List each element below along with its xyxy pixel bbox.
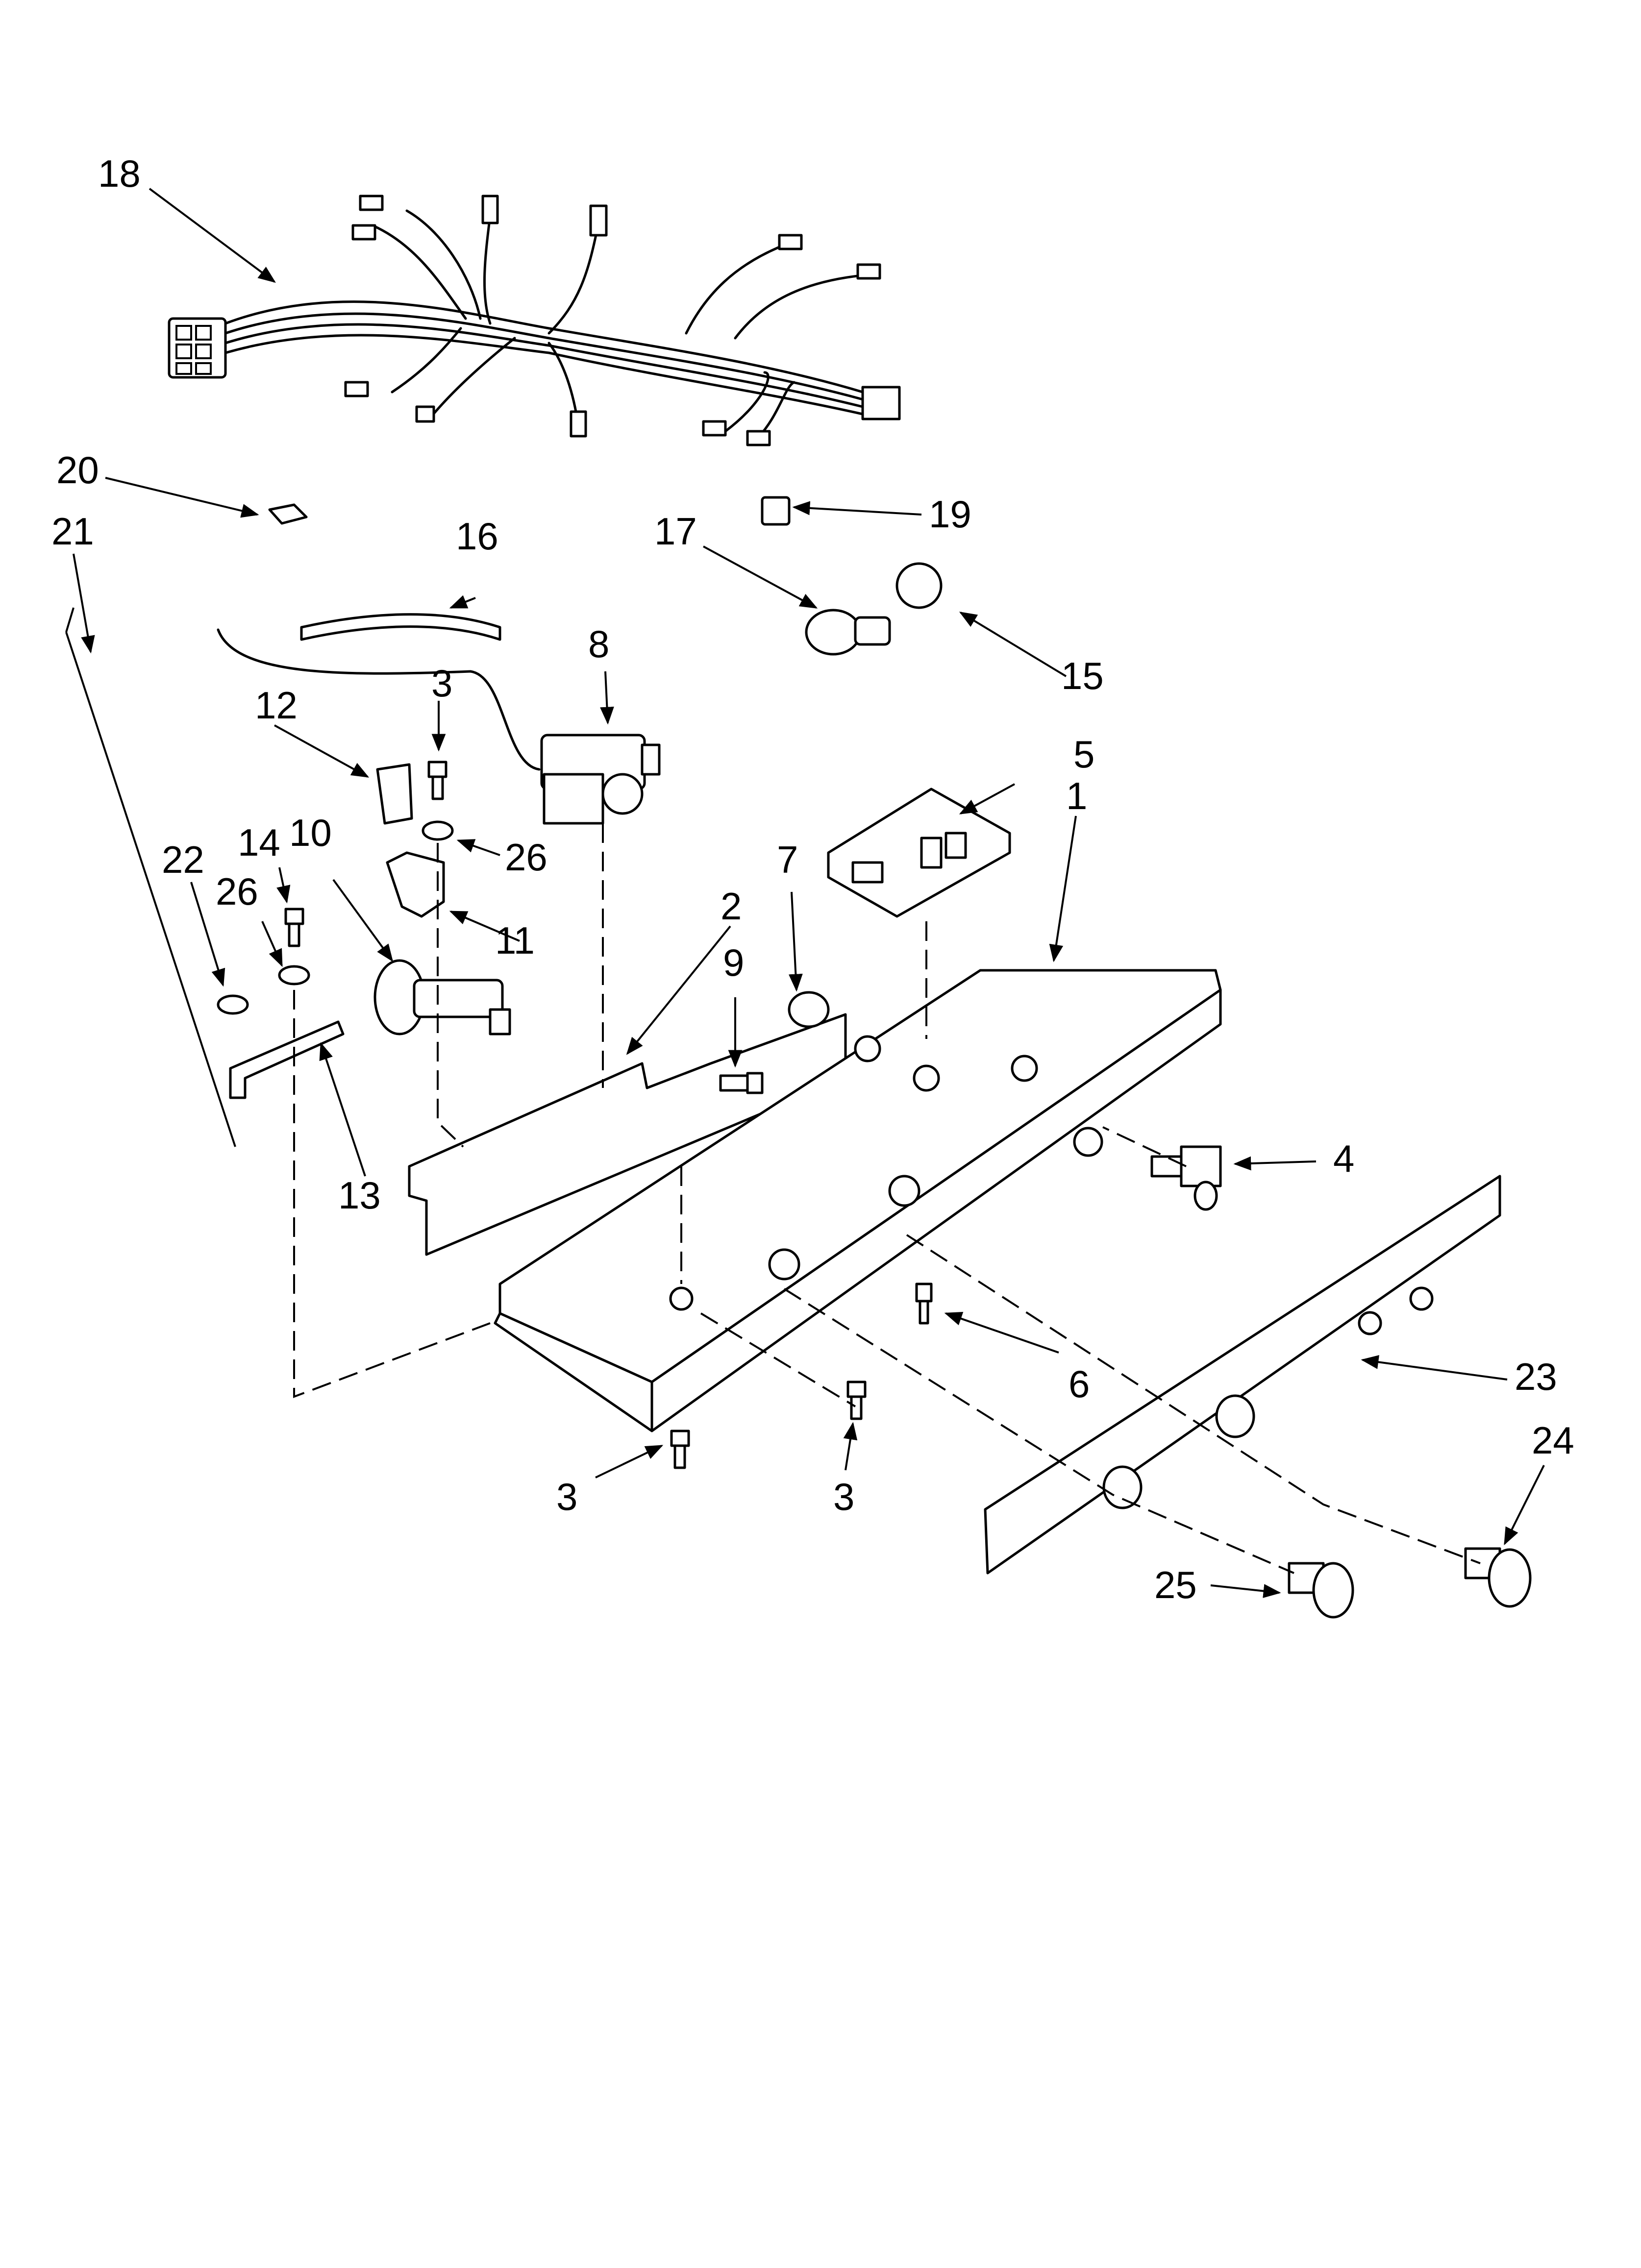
screw [284,908,304,947]
wire-harness [168,195,901,446]
lamp-clip [761,496,791,526]
callout-15: 15 [1061,654,1104,697]
washer [422,820,454,841]
control-housing [494,969,1222,1432]
callout-18: 18 [98,152,141,195]
callout-13: 13 [338,1174,381,1217]
callout-3: 3 [833,1475,855,1518]
screw [915,1282,933,1325]
leader-arrows [73,188,1545,1598]
screw [427,761,448,800]
callout-24: 24 [1532,1419,1574,1462]
wire-clip [268,503,308,525]
callout-26: 26 [216,870,258,913]
hole-plug [788,991,830,1028]
callout-7: 7 [777,838,798,881]
control-knob [1464,1547,1532,1608]
screw [670,1430,690,1469]
callout-9: 9 [723,941,745,984]
light-switch [1150,1145,1222,1211]
washer [278,965,310,986]
screw [719,1072,764,1094]
damper-lever [229,1020,345,1099]
callout-20: 20 [56,448,99,492]
callout-11: 11 [495,919,535,962]
control-board [827,788,1011,918]
cold-control-thermostat [540,734,661,825]
callout-4: 4 [1333,1137,1355,1180]
callout-22: 22 [162,838,204,881]
callout-16: 16 [456,515,498,558]
control-panel [984,1175,1501,1575]
callout-10: 10 [289,811,332,854]
callout-5: 5 [1073,733,1095,776]
callout-17: 17 [654,510,697,553]
sensor-tube [300,613,501,641]
callout-1: 1 [1066,774,1088,817]
callout-8: 8 [588,622,610,666]
lamp-socket [895,562,943,609]
callout-3: 3 [556,1475,578,1518]
callout-12: 12 [255,684,298,727]
callout-14: 14 [238,821,280,864]
callout-6: 6 [1069,1362,1090,1405]
callout-19: 19 [929,493,971,536]
callout-3: 3 [431,662,453,705]
control-shaft [373,959,511,1035]
callout-23: 23 [1515,1355,1557,1398]
callout-26: 26 [505,836,547,879]
callout-25: 25 [1154,1563,1197,1606]
callout-21: 21 [51,510,94,553]
control-bracket [386,851,445,918]
callout-2: 2 [721,885,742,928]
control-clip [376,763,413,825]
damper-rod [65,632,236,1147]
control-knob [1288,1562,1354,1619]
light-bulb [805,609,891,656]
screw [846,1381,867,1420]
washer [217,994,249,1015]
